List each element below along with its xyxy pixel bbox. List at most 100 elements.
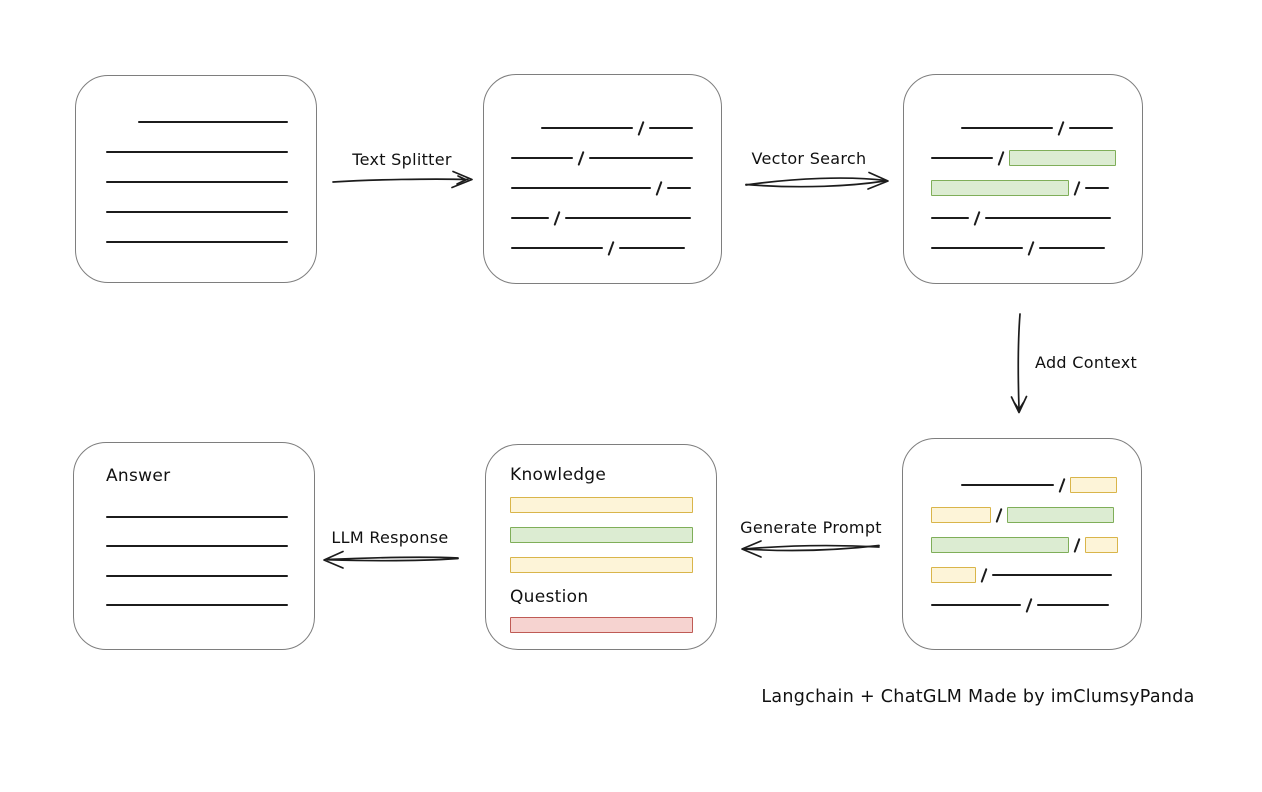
text-line (106, 574, 288, 577)
indent-gap (106, 122, 138, 123)
chunk-row (510, 490, 716, 520)
knowledge-label: Knowledge (510, 465, 607, 485)
generate-prompt-arrow (741, 540, 880, 558)
chunk-row (931, 560, 1141, 590)
chunk-separator-slash (1025, 597, 1033, 613)
text-line (106, 211, 288, 213)
prompt-box: Knowledge Question (485, 444, 717, 650)
chunk-separator-slash (1073, 537, 1081, 553)
red-highlight-chip (510, 617, 693, 633)
text-line (1039, 247, 1106, 249)
split-chunks-box (483, 74, 722, 284)
text-line (106, 515, 288, 518)
add-context-label: Add Context (1035, 353, 1138, 372)
chunk-row (511, 233, 721, 263)
text-line (511, 247, 603, 249)
text-line (992, 574, 1113, 576)
vector-matches-lines (904, 75, 1142, 263)
text-splitter-arrow (332, 170, 473, 189)
prompt-box-content: Knowledge Question (486, 445, 716, 640)
chunk-separator-slash (1073, 180, 1081, 196)
chunk-row (931, 143, 1142, 173)
chunk-row (106, 137, 316, 167)
chunk-separator-slash (1057, 120, 1065, 136)
text-line (106, 151, 288, 153)
answer-box: Answer (73, 442, 315, 650)
chunk-separator-slash (1027, 240, 1035, 256)
source-document-box (75, 75, 317, 283)
text-line (138, 121, 288, 123)
text-line (511, 187, 651, 189)
add-context-arrow (1010, 313, 1028, 414)
chunk-row (931, 590, 1141, 620)
split-chunks-lines (484, 75, 721, 263)
chunk-separator-slash (553, 210, 561, 226)
green-highlight-chip (931, 537, 1069, 553)
generate-prompt-label: Generate Prompt (740, 518, 882, 537)
chunk-row (510, 520, 716, 550)
chunk-row (106, 502, 314, 532)
text-line (1037, 604, 1110, 606)
green-highlight-chip (931, 180, 1069, 196)
green-highlight-chip (510, 527, 693, 543)
text-line (649, 127, 694, 129)
text-line (106, 181, 288, 183)
yellow-highlight-chip (1085, 537, 1119, 553)
yellow-highlight-chip (510, 497, 693, 513)
text-line (1069, 127, 1114, 129)
chunk-row (511, 203, 721, 233)
source-document-lines (76, 76, 316, 257)
green-highlight-chip (1009, 150, 1117, 166)
chunk-separator-slash (1058, 477, 1066, 493)
chunk-row (510, 610, 716, 640)
chunk-row (931, 233, 1142, 263)
knowledge-bars (510, 490, 716, 580)
chunk-row (511, 173, 721, 203)
text-line (106, 604, 288, 607)
context-chunks-box (902, 438, 1142, 650)
indent-gap (511, 128, 541, 129)
answer-lines (106, 502, 314, 620)
chunk-row (106, 561, 314, 591)
chunk-row (931, 173, 1142, 203)
answer-label: Answer (106, 466, 171, 486)
question-label: Question (510, 587, 589, 607)
llm-response-arrow (323, 550, 459, 569)
vector-search-arrow (745, 171, 889, 190)
text-line (565, 217, 692, 219)
indent-gap (931, 485, 961, 486)
text-line (931, 157, 993, 159)
text-line (589, 157, 694, 159)
chunk-separator-slash (995, 507, 1003, 523)
indent-gap (931, 128, 961, 129)
chunk-separator-slash (980, 567, 988, 583)
answer-box-content: Answer (74, 443, 314, 620)
text-line (511, 157, 573, 159)
text-line (985, 217, 1112, 219)
chunk-row (511, 143, 721, 173)
credit-caption: Langchain + ChatGLM Made by imClumsyPand… (761, 687, 1195, 707)
chunk-row (106, 532, 314, 562)
vector-matches-box (903, 74, 1143, 284)
question-bar (510, 610, 716, 640)
chunk-row (931, 113, 1142, 143)
chunk-row (106, 197, 316, 227)
yellow-highlight-chip (931, 507, 991, 523)
yellow-highlight-chip (1070, 477, 1118, 493)
text-line (541, 127, 633, 129)
chunk-row (106, 107, 316, 137)
text-splitter-label: Text Splitter (352, 150, 452, 169)
chunk-separator-slash (997, 150, 1005, 166)
chunk-row (931, 500, 1141, 530)
chunk-row (931, 203, 1142, 233)
chunk-separator-slash (577, 150, 585, 166)
chunk-separator-slash (655, 180, 663, 196)
green-highlight-chip (1007, 507, 1115, 523)
text-line (106, 545, 288, 548)
text-line (511, 217, 549, 219)
chunk-row (510, 550, 716, 580)
vector-search-label: Vector Search (751, 149, 867, 168)
chunk-row (106, 167, 316, 197)
text-line (961, 484, 1054, 486)
